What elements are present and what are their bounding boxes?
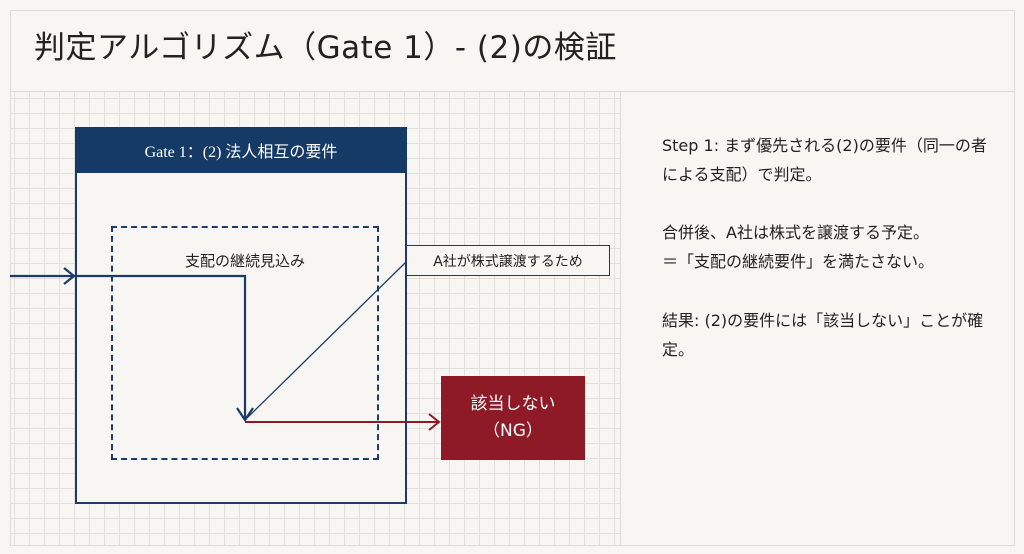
reason-label: A社が株式譲渡するため (406, 245, 610, 276)
ng-flow-arrow (245, 413, 441, 431)
result-text: 該当しない (470, 393, 556, 414)
title-divider (10, 91, 1015, 92)
continuation-box (111, 226, 379, 460)
gate-header: Gate 1：(2) 法人相互の要件 (75, 127, 407, 173)
result-ng: （NG） (483, 421, 543, 441)
input-flow-arrow (10, 267, 254, 422)
result-ng-box: 該当しない （NG） (441, 376, 585, 460)
panel-divider (620, 92, 621, 545)
fact-line-1: 合併後、A社は株式を譲渡する予定。 (662, 223, 929, 242)
step1-text: Step 1: まず優先される(2)の要件（同一の者による支配）で判定。 (662, 136, 987, 184)
slide-title: 判定アルゴリズム（Gate 1）- (2)の検証 (34, 30, 617, 66)
continuation-label: 支配の継続見込み (184, 252, 305, 270)
result-text-explanation: 結果: (2)の要件には「該当しない」ことが確定。 (662, 311, 984, 359)
reason-pointer-line (246, 261, 407, 419)
fact-line-2: ＝「支配の継続要件」を満たさない。 (662, 252, 935, 271)
